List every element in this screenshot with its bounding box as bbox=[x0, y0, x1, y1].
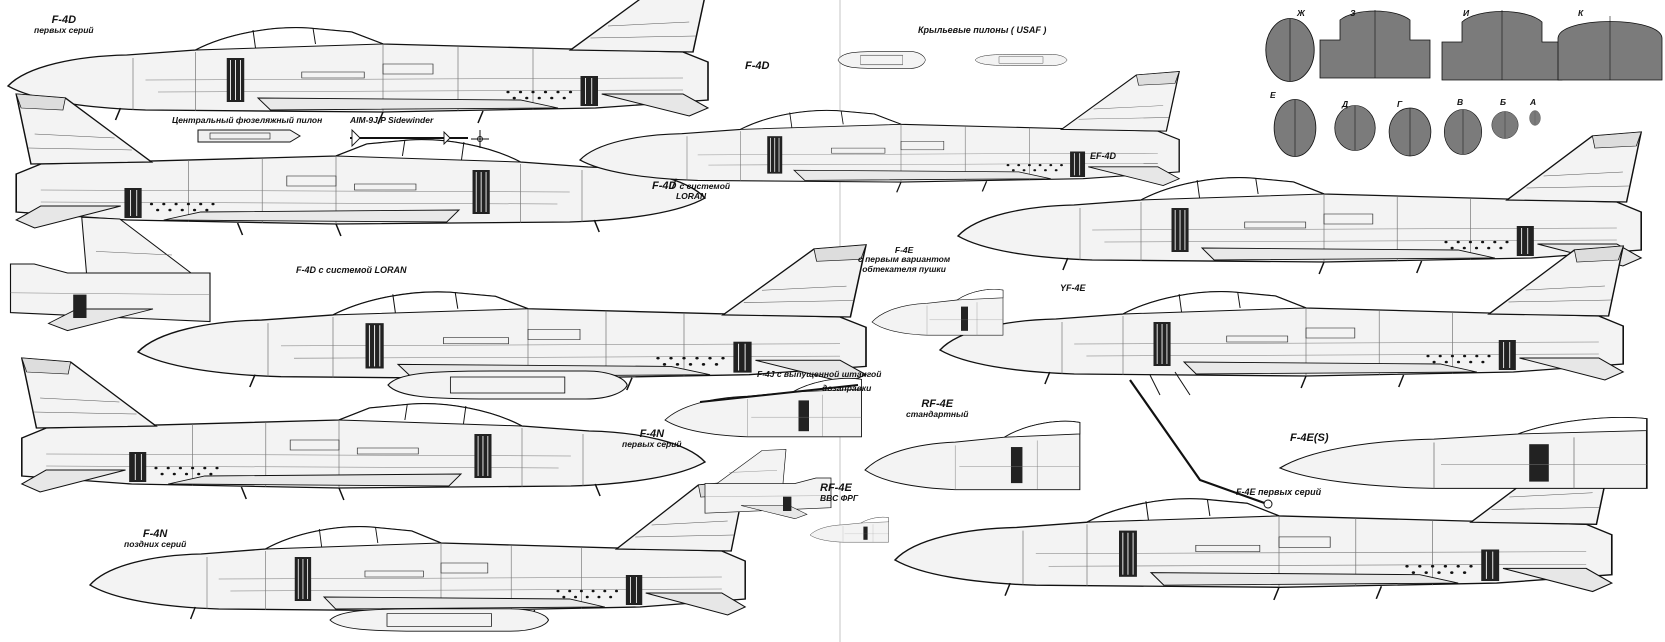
label-f4d-loran-a-sub: с системой bbox=[679, 181, 731, 191]
label-f4d-loran-a: F-4D с системой LORAN bbox=[652, 180, 730, 201]
label-f4e-gun-sub2: обтекателя пушки bbox=[862, 263, 946, 274]
section-letter-a: А bbox=[1530, 97, 1537, 107]
label-f4d-early-sub: первых серий bbox=[34, 25, 94, 36]
f4n-late-drawing bbox=[89, 480, 746, 624]
yf4e-drawing bbox=[939, 245, 1624, 389]
cross-section-b bbox=[1491, 111, 1519, 139]
section-letter-g: Г bbox=[1397, 99, 1403, 109]
section-letter-d: Д bbox=[1342, 99, 1349, 109]
section-letter-v: В bbox=[1457, 97, 1464, 107]
sidewinder-drawing bbox=[350, 128, 489, 148]
cross-section-v bbox=[1443, 109, 1483, 155]
cross-section-zh bbox=[1265, 18, 1315, 82]
refuel-boom-drawing bbox=[1129, 371, 1273, 509]
label-f4d-loran-b: F-4D с системой LORAN bbox=[296, 265, 407, 275]
label-ef4d: EF-4D bbox=[1090, 151, 1117, 161]
label-f4d-early: F-4D первых серий bbox=[34, 14, 94, 35]
label-f4n-late-sub: поздних серий bbox=[124, 539, 187, 550]
f4e-gun-fragment bbox=[871, 288, 1004, 336]
label-rf4e-frg-title: RF-4E bbox=[820, 482, 852, 494]
label-rf4e-std-sub: стандартный bbox=[906, 409, 969, 420]
section-letter-k: К bbox=[1578, 8, 1584, 18]
label-rf4e-std-title: RF-4E bbox=[921, 398, 954, 410]
label-f4j-probe: F-4J с выпущенной штангой bbox=[757, 369, 882, 379]
label-f4n-late: F-4N поздних серий bbox=[124, 528, 186, 549]
label-f4e-gun-sub1: с первым вариантом bbox=[858, 254, 951, 265]
tail-fragment-right bbox=[704, 449, 832, 520]
label-f4d-early-title: F-4D bbox=[51, 14, 77, 26]
fuel-tank-loran bbox=[387, 370, 628, 400]
label-center-pylon: Центральный фюзеляжный пилон bbox=[172, 115, 323, 125]
cross-section-k bbox=[1557, 16, 1663, 81]
section-letter-e: Е bbox=[1270, 90, 1276, 100]
fuel-tank-f4n bbox=[329, 608, 550, 632]
label-f4n-early-sub: первых серий bbox=[622, 439, 682, 450]
cross-section-d bbox=[1334, 105, 1376, 151]
wing-pylons-drawing-1 bbox=[837, 51, 926, 69]
label-rf4e-frg: RF-4E ВВС ФРГ bbox=[820, 482, 858, 503]
label-rf4e-frg-sub: ВВС ФРГ bbox=[820, 493, 859, 504]
section-letter-z: З bbox=[1350, 8, 1356, 18]
f4j-probe bbox=[699, 384, 859, 403]
tail-fragment-left bbox=[9, 216, 211, 332]
cross-section-e bbox=[1273, 99, 1317, 157]
f4d-early-drawing bbox=[7, 0, 709, 125]
section-letter-i: И bbox=[1463, 8, 1470, 18]
label-wing-pylons: Крыльевые пилоны ( USAF ) bbox=[918, 25, 1047, 35]
cross-section-a bbox=[1529, 110, 1541, 126]
section-letter-b: Б bbox=[1500, 97, 1507, 107]
section-letter-zh: Ж bbox=[1297, 8, 1305, 18]
label-f4n-early: F-4N первых серий bbox=[622, 428, 682, 449]
cross-section-z bbox=[1319, 10, 1431, 79]
label-f4d-loran-a-title: F-4D bbox=[652, 180, 677, 192]
label-f4d-top: F-4D bbox=[745, 60, 770, 72]
rf4e-std-fragment bbox=[864, 420, 1081, 491]
label-f4es: F-4E(S) bbox=[1290, 432, 1329, 444]
label-rf4e-std: RF-4E стандартный bbox=[906, 398, 968, 419]
center-pylon-drawing bbox=[197, 129, 301, 143]
wing-pylons-drawing-2 bbox=[974, 54, 1068, 66]
rf4e-frg-fragment bbox=[809, 516, 889, 543]
label-f4j-probe-2: дозаправки bbox=[822, 383, 872, 393]
label-f4n-early-title: F-4N bbox=[639, 428, 665, 440]
label-yf4e: YF-4E bbox=[1060, 283, 1086, 293]
label-f4e-early: F-4E первых серий bbox=[1236, 487, 1322, 497]
label-f4d-loran-a-sub2: LORAN bbox=[675, 191, 707, 202]
label-sidewinder: AIM-9J/P Sidewinder bbox=[350, 115, 434, 125]
label-f4e-gun-title: F-4E bbox=[894, 245, 914, 255]
cross-section-g bbox=[1388, 107, 1432, 157]
cross-section-i bbox=[1441, 10, 1563, 81]
label-f4n-late-title: F-4N bbox=[142, 528, 168, 540]
label-f4e-gun: F-4E с первым вариантом обтекателя пушки bbox=[858, 245, 951, 274]
f4es-fragment bbox=[1279, 416, 1648, 490]
